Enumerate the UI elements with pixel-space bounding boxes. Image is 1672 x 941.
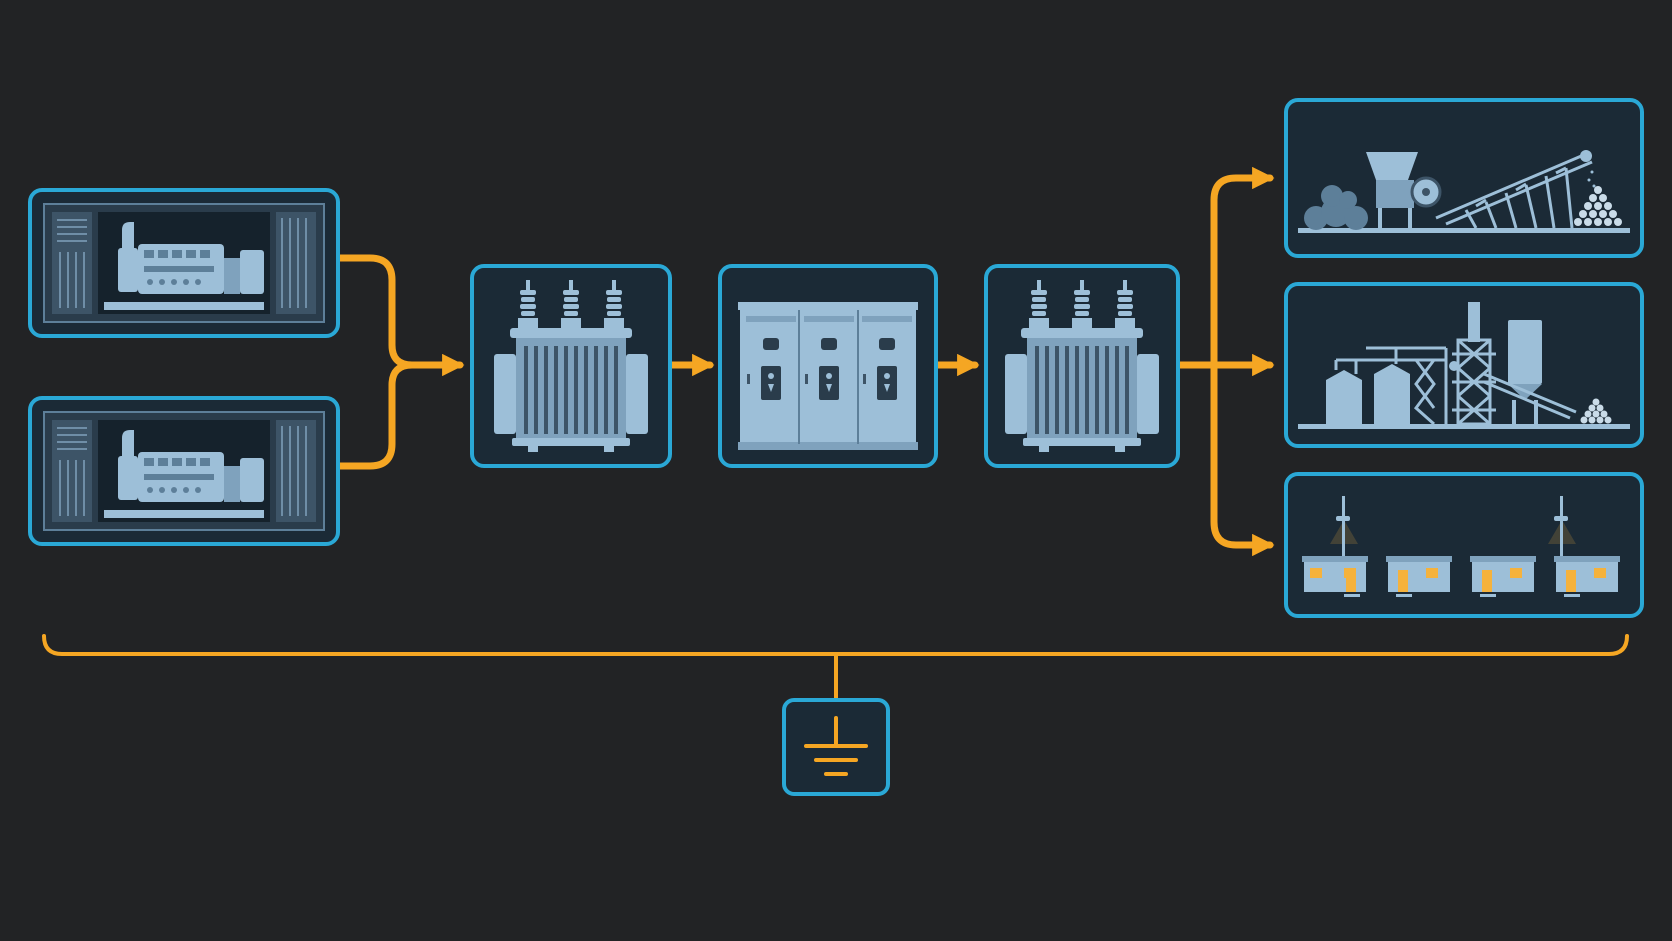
street-light-icon <box>1548 496 1576 570</box>
processing-plant-load-box[interactable] <box>1284 282 1644 448</box>
camp-cabins-icon <box>1302 496 1620 597</box>
processing-plant-silo-icon <box>1298 302 1630 429</box>
diesel-generator-container-icon <box>43 411 325 531</box>
generator-1-box[interactable] <box>28 188 340 338</box>
generator-2-box[interactable] <box>28 396 340 546</box>
cabin <box>1302 556 1368 597</box>
switchgear-box[interactable] <box>718 264 938 468</box>
cabin <box>1386 556 1452 597</box>
crushing-plant-load-box[interactable] <box>1284 98 1644 258</box>
connector-generator-1 <box>336 254 465 377</box>
crusher-conveyor-icon <box>1298 150 1630 233</box>
transformer-icon <box>1005 280 1159 452</box>
street-light-icon <box>1330 496 1358 570</box>
connector-load-top <box>1210 166 1275 369</box>
diesel-generator-container-icon <box>43 203 325 323</box>
switchgear-cabinet-icon <box>738 302 918 450</box>
ground-box[interactable] <box>782 698 890 796</box>
connector-load-bottom <box>1210 361 1275 557</box>
camp-load-box[interactable] <box>1284 472 1644 618</box>
cabin <box>1470 556 1536 597</box>
cabin <box>1554 556 1620 597</box>
step-up-transformer-box[interactable] <box>470 264 672 468</box>
step-down-transformer-box[interactable] <box>984 264 1180 468</box>
flow-lines <box>336 166 1275 557</box>
common-ground-bus <box>42 634 1629 702</box>
connector-generator-2 <box>336 361 416 470</box>
earth-ground-icon <box>804 716 868 776</box>
transformer-icon <box>494 280 648 452</box>
